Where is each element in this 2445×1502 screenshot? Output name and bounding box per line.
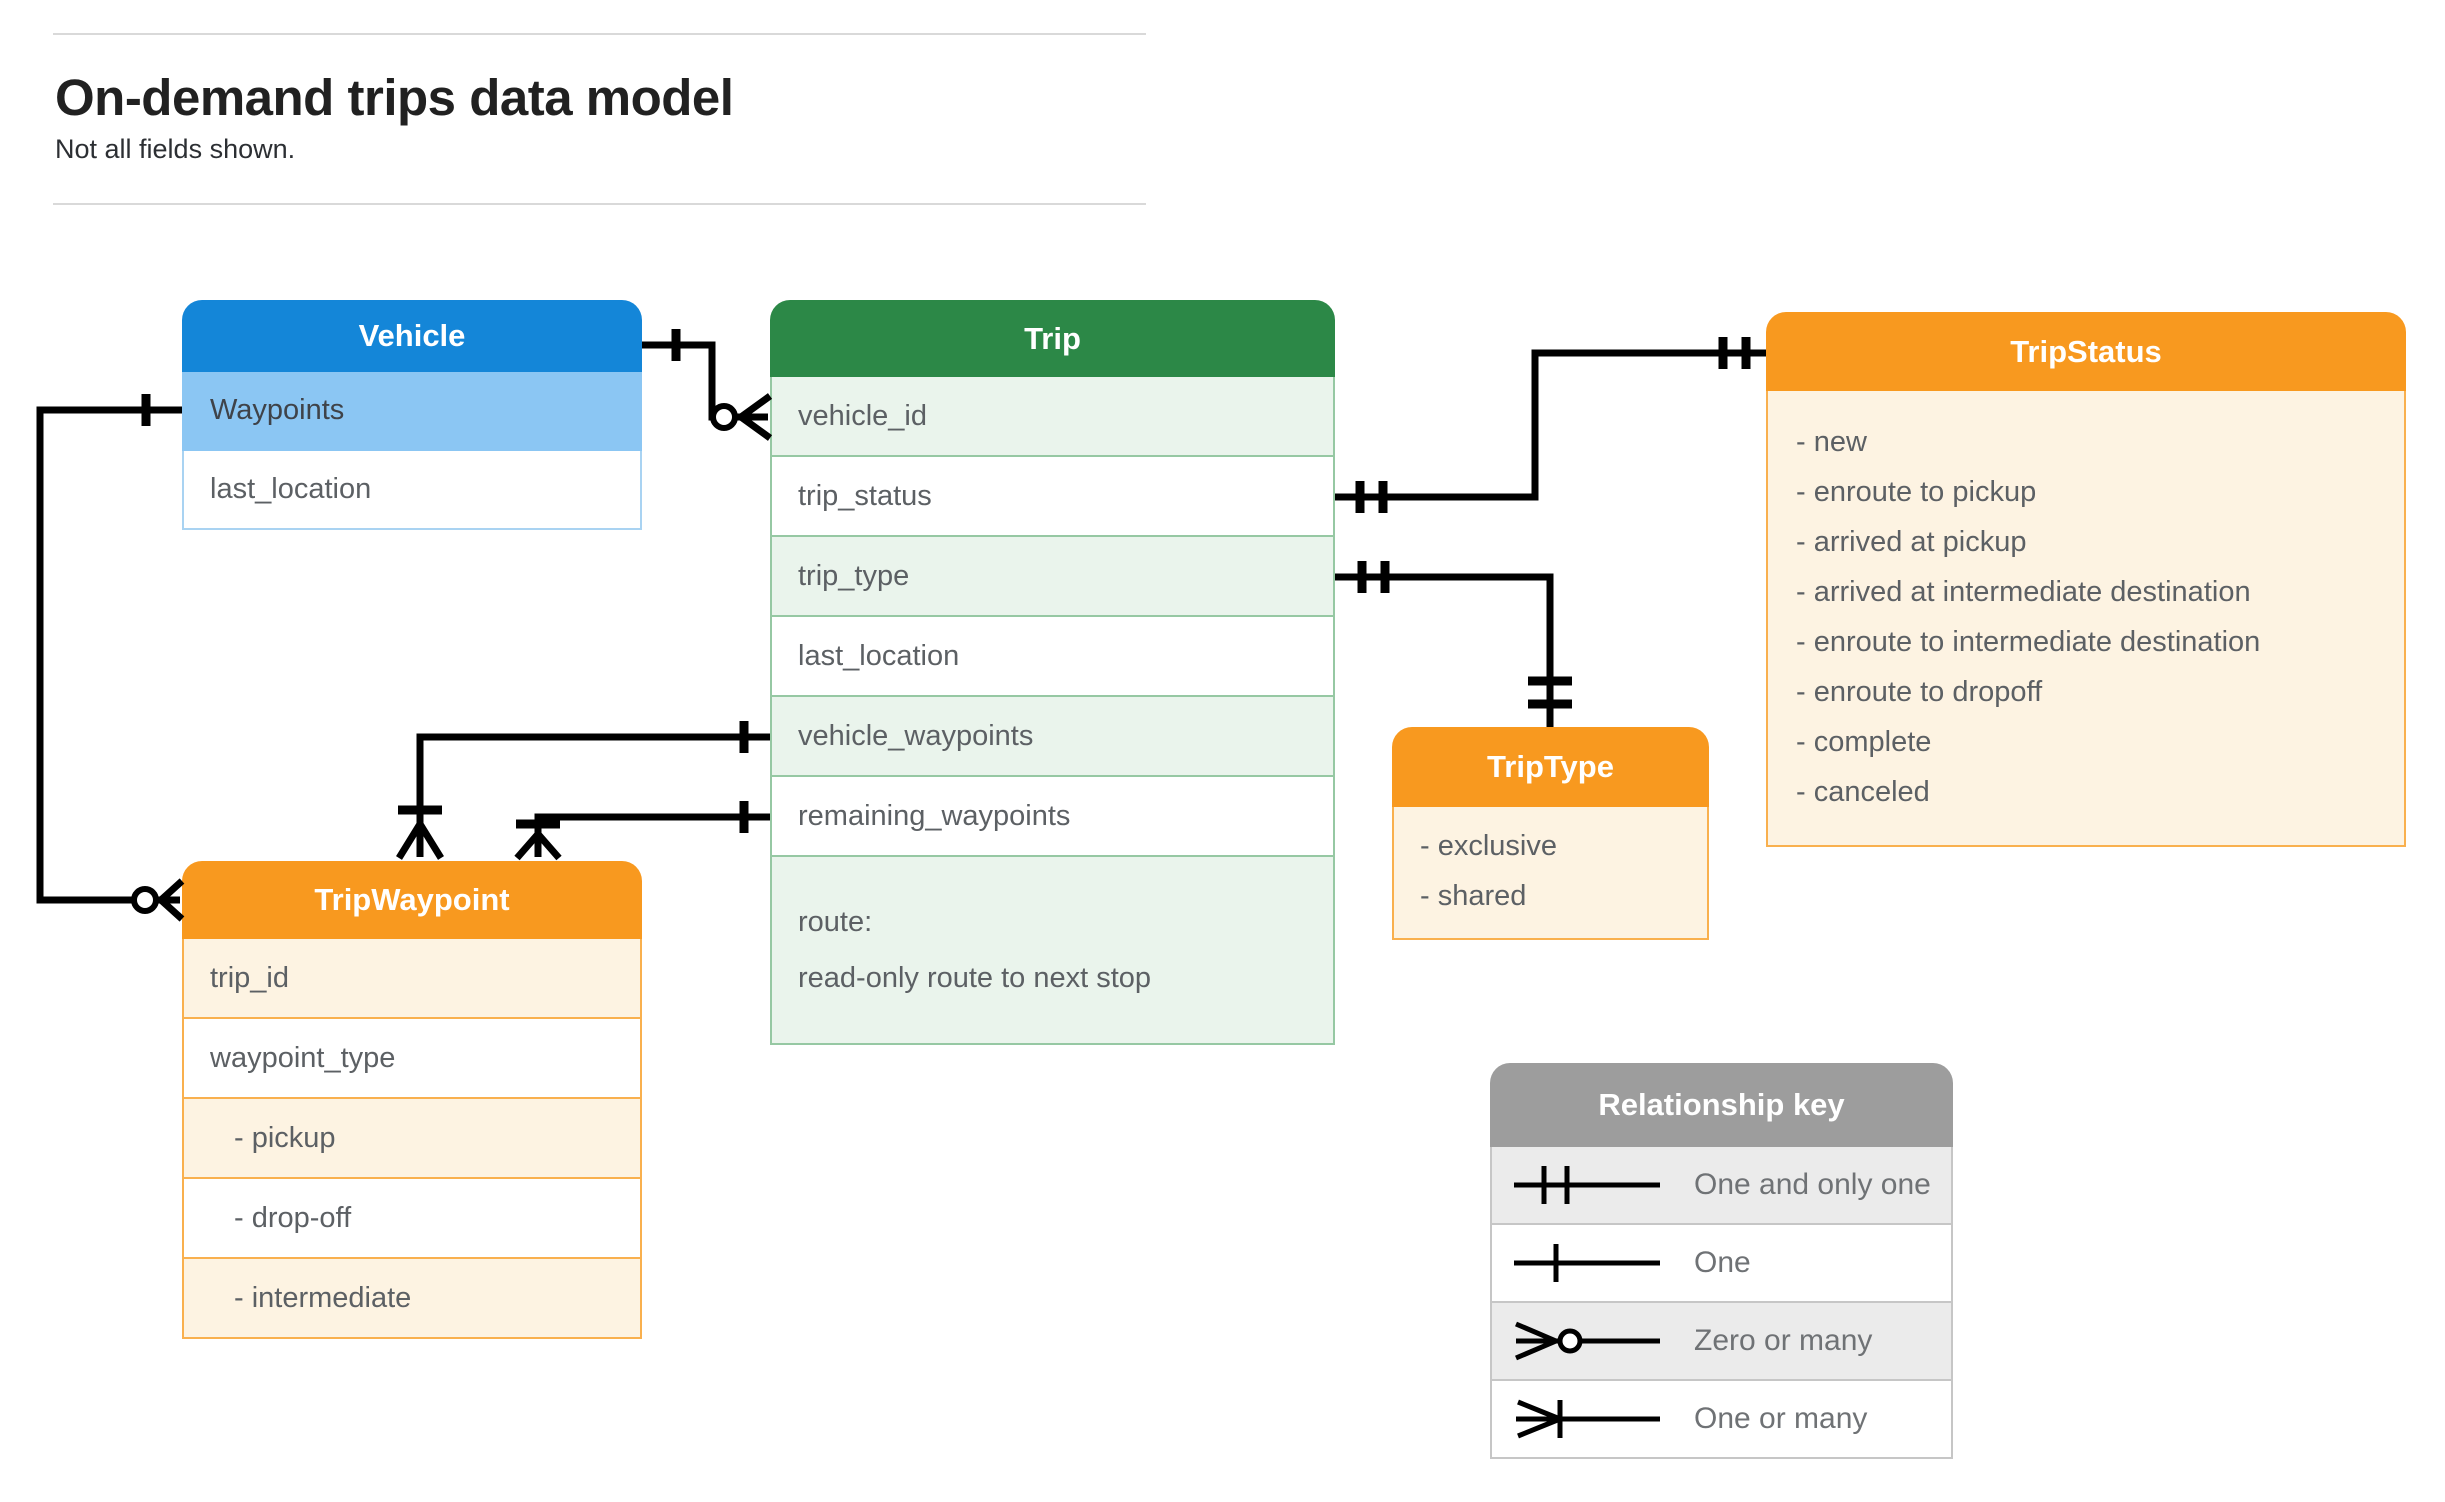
- entity-vehicle-title: Vehicle: [182, 300, 642, 372]
- entity-triptype-body: - exclusive - shared: [1392, 807, 1709, 940]
- legend-label: One: [1694, 1246, 1751, 1279]
- entity-tripwaypoint: TripWaypoint trip_id waypoint_type - pic…: [182, 861, 642, 1339]
- legend-row: Zero or many: [1490, 1303, 1953, 1381]
- enum-item: - arrived at intermediate destination: [1796, 576, 2251, 608]
- enum-item: - arrived at pickup: [1796, 526, 2027, 558]
- field-row: - intermediate: [182, 1259, 642, 1339]
- legend-label: One or many: [1694, 1402, 1868, 1435]
- enum-item: - enroute to intermediate destination: [1796, 626, 2261, 658]
- field-row: remaining_waypoints: [770, 777, 1335, 857]
- entity-triptype-title: TripType: [1392, 727, 1709, 807]
- entity-tripstatus-title: TripStatus: [1766, 312, 2406, 391]
- field-row: - drop-off: [182, 1179, 642, 1259]
- entity-trip: Trip vehicle_id trip_status trip_type la…: [770, 300, 1335, 1045]
- connector-trip-vehicle-waypoints-to-tripwaypoint: [396, 721, 770, 860]
- field-row: waypoint_type: [182, 1019, 642, 1099]
- zero-or-many-icon: [1515, 1321, 1660, 1361]
- legend-row: One: [1490, 1225, 1953, 1303]
- connector-trip-status-to-tripstatus: [1335, 337, 1766, 513]
- legend-label: One and only one: [1694, 1168, 1931, 1201]
- field-row-route: route: read-only route to next stop: [770, 857, 1335, 1045]
- field-row: last_location: [770, 617, 1335, 697]
- entity-tripstatus-body: - new - enroute to pickup - arrived at p…: [1766, 391, 2406, 847]
- legend-label: Zero or many: [1694, 1324, 1873, 1357]
- relationship-key: Relationship key One and only one One Ze…: [1490, 1063, 1953, 1459]
- field-row: trip_type: [770, 537, 1335, 617]
- field-row: last_location: [182, 451, 642, 530]
- field-row: trip_id: [182, 939, 642, 1019]
- field-row: vehicle_id: [770, 377, 1335, 457]
- one-and-only-one-icon: [1514, 1166, 1660, 1204]
- enum-item: - enroute to dropoff: [1796, 676, 2043, 708]
- top-divider: [53, 33, 1146, 35]
- field-row: trip_status: [770, 457, 1335, 537]
- enum-item: - complete: [1796, 726, 1932, 758]
- entity-tripwaypoint-title: TripWaypoint: [182, 861, 642, 939]
- legend-row: One and only one: [1490, 1147, 1953, 1225]
- connector-trip-type-to-triptype: [1335, 561, 1572, 727]
- entity-trip-title: Trip: [770, 300, 1335, 377]
- route-label: route:: [798, 906, 873, 938]
- route-description: read-only route to next stop: [798, 962, 1152, 994]
- field-row: Waypoints: [182, 372, 642, 451]
- connector-vehicle-to-trip-vehicle-id: [642, 329, 773, 441]
- connector-vehicle-waypoints-to-tripwaypoint: [36, 394, 185, 922]
- relationship-key-title: Relationship key: [1490, 1063, 1953, 1147]
- enum-item: - shared: [1420, 880, 1527, 912]
- enum-item: - canceled: [1796, 776, 1930, 808]
- enum-item: - new: [1796, 426, 1867, 458]
- entity-tripstatus: TripStatus - new - enroute to pickup - a…: [1766, 312, 2406, 847]
- entity-triptype: TripType - exclusive - shared: [1392, 727, 1709, 940]
- field-row: - pickup: [182, 1099, 642, 1179]
- page-title: On-demand trips data model: [55, 69, 734, 126]
- enum-item: - enroute to pickup: [1796, 476, 2037, 508]
- one-or-many-icon: [1516, 1399, 1660, 1439]
- one-icon: [1514, 1244, 1660, 1282]
- page-subtitle: Not all fields shown.: [55, 134, 296, 164]
- connector-trip-remaining-waypoints-to-tripwaypoint: [514, 801, 770, 861]
- legend-row: One or many: [1490, 1381, 1953, 1459]
- entity-vehicle: Vehicle Waypoints last_location: [182, 300, 642, 530]
- enum-item: - exclusive: [1420, 830, 1557, 862]
- field-row: vehicle_waypoints: [770, 697, 1335, 777]
- header-divider: [53, 203, 1146, 205]
